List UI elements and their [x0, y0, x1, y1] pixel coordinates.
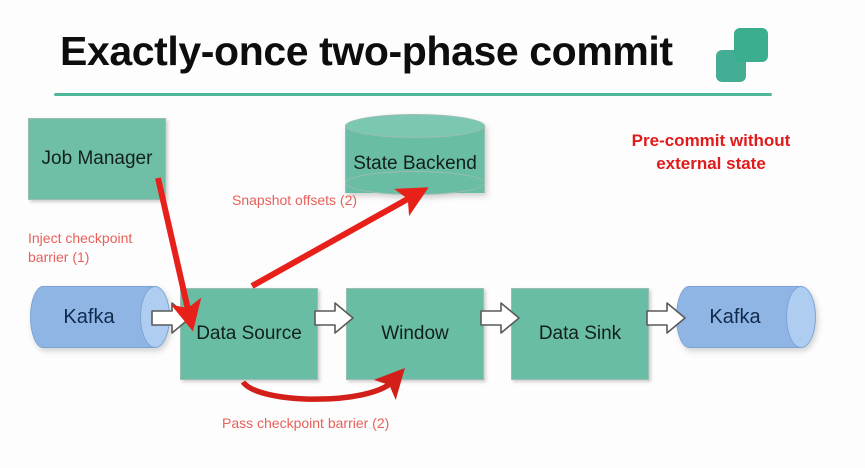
node-data-sink-label: Data Sink — [538, 322, 622, 344]
annotation-snapshot-offsets: Snapshot offsets (2) — [232, 192, 358, 208]
cylinder-body — [688, 286, 800, 348]
node-kafka-sink-label: Kafka — [709, 305, 761, 328]
title-divider — [54, 93, 772, 96]
flow-arrow-kafka-to-source — [150, 298, 192, 338]
node-data-sink[interactable]: Data Sink — [511, 288, 649, 380]
node-job-manager-label: Job Manager — [41, 147, 153, 169]
cylinder-top-ellipse — [345, 114, 485, 138]
node-kafka-source[interactable]: Kafka — [30, 286, 170, 348]
node-kafka-source-label: Kafka — [63, 305, 115, 328]
page-title: Exactly-once two-phase commit — [60, 28, 673, 74]
callout-pre-commit: Pre-commit without external state — [631, 131, 791, 173]
node-kafka-sink[interactable]: Kafka — [676, 286, 816, 348]
node-data-source[interactable]: Data Source — [180, 288, 318, 380]
cylinder-right-cap — [786, 286, 816, 348]
logo-square-front — [734, 28, 768, 62]
flow-arrow-source-to-window — [313, 298, 355, 338]
node-window[interactable]: Window — [346, 288, 484, 380]
node-job-manager[interactable]: Job Manager — [28, 118, 166, 200]
flow-arrow-sink-to-kafka — [645, 298, 687, 338]
node-state-backend[interactable]: State Backend — [345, 114, 485, 202]
annotation-inject-checkpoint-barrier: Inject checkpoint barrier (1) — [28, 230, 133, 265]
flow-arrow-window-to-sink — [479, 298, 521, 338]
node-data-source-label: Data Source — [196, 322, 302, 344]
annotation-pass-checkpoint-barrier: Pass checkpoint barrier (2) — [222, 415, 390, 431]
node-window-label: Window — [381, 322, 449, 344]
cylinder-body — [42, 286, 154, 348]
two-squares-logo — [716, 28, 772, 84]
pass-checkpoint-barrier-arrow — [240, 368, 405, 402]
node-state-backend-label: State Backend — [353, 152, 477, 174]
